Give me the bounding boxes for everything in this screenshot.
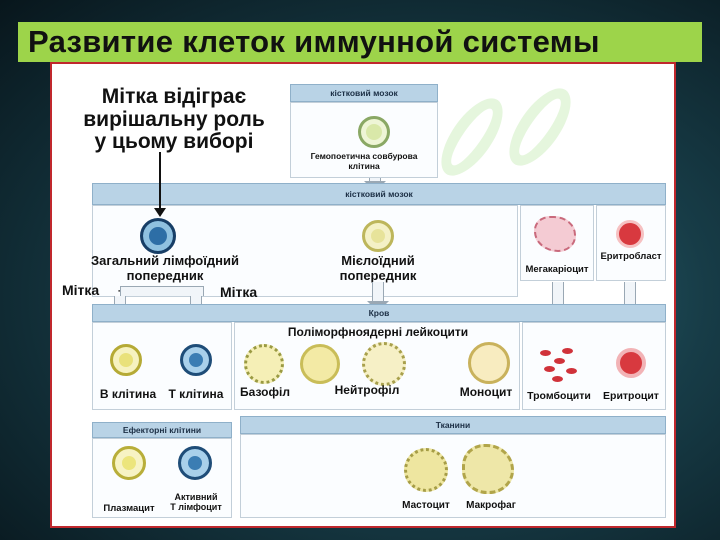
erythroblast-label: Еритробласт xyxy=(600,251,662,262)
b-cell xyxy=(110,344,142,376)
basophil-label: Базофіл xyxy=(240,385,290,399)
note-line-3: у цьому виборі xyxy=(94,130,254,154)
neutrophil-cell-1 xyxy=(300,344,340,384)
blood-bar: Кров xyxy=(92,304,666,322)
branch-connector xyxy=(120,286,204,296)
hsc-cell xyxy=(358,116,390,148)
watermark-shape xyxy=(497,78,583,176)
pmn-header: Поліморфноядерні лейкоцити xyxy=(287,325,469,339)
platelet-particle xyxy=(554,358,565,364)
t-cell xyxy=(180,344,212,376)
monocyte-label: Моноцит xyxy=(459,385,513,399)
watermark-shape xyxy=(429,88,515,186)
mastocyte-cell xyxy=(404,448,448,492)
lymphoid-progenitor-cell xyxy=(140,218,176,254)
plasmacyte-label: Плазмацит xyxy=(103,503,155,514)
monocyte-cell xyxy=(468,342,510,384)
bone-marrow-mid-bar: кістковий мозок xyxy=(92,183,666,205)
slide-title: Развитие клеток иммунной системы xyxy=(18,22,702,62)
megakaryocyte-label: Мегакаріоцит xyxy=(525,264,589,275)
macrophage-label: Макрофаг xyxy=(466,500,516,511)
bone-marrow-top-bar: кістковий мозок xyxy=(290,84,438,102)
pointer-line xyxy=(159,152,161,210)
note-line-2: вирішальну роль xyxy=(83,107,265,131)
platelet-particle xyxy=(562,348,573,354)
erythroblast-cell xyxy=(616,220,644,248)
platelet-particle xyxy=(552,376,563,382)
myeloid-progenitor-cell xyxy=(362,220,394,252)
neutrophil-cell-2 xyxy=(362,342,406,386)
active-t-line-2: Т лімфоцит xyxy=(170,502,222,513)
annotation-note: Мітка відіграє вирішальну роль у цьому в… xyxy=(64,85,284,154)
active-t-lymphocyte-label: Активний Т лімфоцит xyxy=(164,492,228,513)
erythrocyte-cell xyxy=(616,348,646,378)
megakaryocyte-cell xyxy=(534,216,576,252)
platelet-particle xyxy=(540,350,551,356)
active-t-lymphocyte-cell xyxy=(178,446,212,480)
active-t-line-1: Активний xyxy=(174,492,218,502)
b-cell-label: В клітина xyxy=(99,387,157,401)
platelets-label: Тромбоцити xyxy=(527,390,591,402)
erythrocyte-label: Еритроцит xyxy=(603,390,659,402)
mitka-right-label: Мітка xyxy=(220,284,258,300)
note-line-1: Мітка відіграє xyxy=(101,85,247,108)
effector-cells-bar: Ефекторні клітини xyxy=(92,422,232,438)
t-cell-label: Т клітина xyxy=(168,387,224,401)
tissues-panel xyxy=(240,434,666,518)
diagram-frame: кістковий мозок Гемопоетична совбурова к… xyxy=(50,62,676,528)
neutrophil-label: Нейтрофіл xyxy=(334,383,400,397)
arrow-down xyxy=(364,178,386,192)
mastocyte-label: Мастоцит xyxy=(402,500,450,511)
arrow-down-myeloid xyxy=(367,282,389,312)
plasmacyte-cell xyxy=(112,446,146,480)
macrophage-cell xyxy=(462,444,514,494)
myeloid-progenitor-label: Мієлоїдний попередник xyxy=(339,253,417,283)
pointer-arrowhead xyxy=(154,208,166,217)
platelet-particle xyxy=(544,366,555,372)
lymphoid-progenitor-label: Загальний лімфоїдний попередник xyxy=(91,253,239,283)
basophil-cell xyxy=(244,344,284,384)
platelet-particle xyxy=(566,368,577,374)
mitka-left-label: Мітка xyxy=(62,282,100,298)
hsc-label: Гемопоетична совбурова клітина xyxy=(310,151,418,171)
tissues-bar: Тканини xyxy=(240,416,666,434)
